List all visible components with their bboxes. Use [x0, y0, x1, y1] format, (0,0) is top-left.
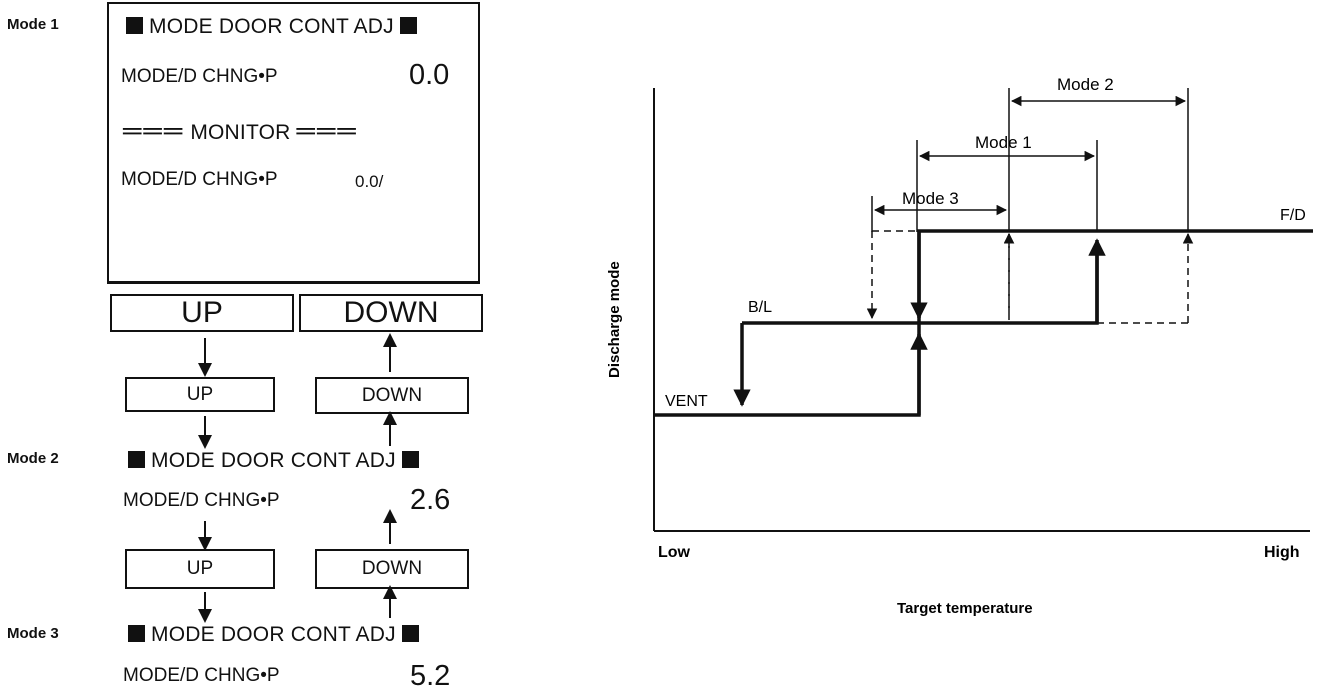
- mode-1-band-label: Mode 1: [975, 133, 1032, 152]
- mode-2-band-label: Mode 2: [1057, 75, 1114, 94]
- mode-2-label: Mode 2: [7, 450, 59, 467]
- mode-2-header-text: MODE DOOR CONT ADJ: [151, 449, 396, 472]
- bl-level-label: B/L: [748, 299, 772, 316]
- x-low-label: Low: [658, 544, 691, 561]
- down-button[interactable]: DOWN: [299, 294, 483, 332]
- mode-2-setting-label: MODE/D CHNG•P: [123, 490, 280, 511]
- mode-3-setting-value: 5.2: [410, 660, 451, 692]
- monitor-row-label: MODE/D CHNG•P: [121, 169, 278, 190]
- mode-2-setting-value: 2.6: [410, 484, 451, 516]
- setting-value: 0.0: [409, 59, 450, 91]
- monitor-label: MONITOR: [190, 121, 291, 144]
- monitor-row-value: 0.0/: [355, 172, 384, 191]
- monitor-divider: ═══ MONITOR ═══: [123, 115, 358, 145]
- mode-3-band-label: Mode 3: [902, 189, 959, 208]
- mode-bands: [871, 88, 1189, 232]
- y-axis-title: Discharge mode: [606, 261, 623, 378]
- display-screen: MODE DOOR CONT ADJ MODE/D CHNG•P 0.0 ═══…: [107, 2, 480, 284]
- block-marker-icon: [126, 17, 143, 34]
- up-step-button[interactable]: UP: [125, 377, 275, 412]
- setting-label: MODE/D CHNG•P: [121, 66, 278, 87]
- mode-2-header: MODE DOOR CONT ADJ: [128, 449, 419, 473]
- block-marker-icon: [128, 451, 145, 468]
- mode-step-line: [654, 229, 1313, 417]
- x-high-label: High: [1264, 544, 1300, 561]
- vent-level-label: VENT: [665, 393, 708, 410]
- flow-arrows: [198, 333, 397, 623]
- mode-3-header: MODE DOOR CONT ADJ: [128, 623, 419, 647]
- block-marker-icon: [128, 625, 145, 642]
- fd-level-label: F/D: [1280, 207, 1306, 224]
- mode-3-label: Mode 3: [7, 625, 59, 642]
- mode-3-setting-label: MODE/D CHNG•P: [123, 665, 280, 686]
- mode-3-header-text: MODE DOOR CONT ADJ: [151, 623, 396, 646]
- up-step-button[interactable]: UP: [125, 549, 275, 589]
- block-marker-icon: [401, 451, 419, 468]
- x-axis-title: Target temperature: [897, 600, 1033, 617]
- block-marker-icon: [399, 17, 417, 34]
- block-marker-icon: [401, 625, 419, 642]
- mode-1-label: Mode 1: [7, 16, 59, 33]
- screen-header: MODE DOOR CONT ADJ: [126, 15, 417, 39]
- screen-header-text: MODE DOOR CONT ADJ: [149, 15, 394, 38]
- up-button[interactable]: UP: [110, 294, 294, 332]
- dashed-guides: [866, 230, 1194, 324]
- down-step-button[interactable]: DOWN: [315, 377, 469, 414]
